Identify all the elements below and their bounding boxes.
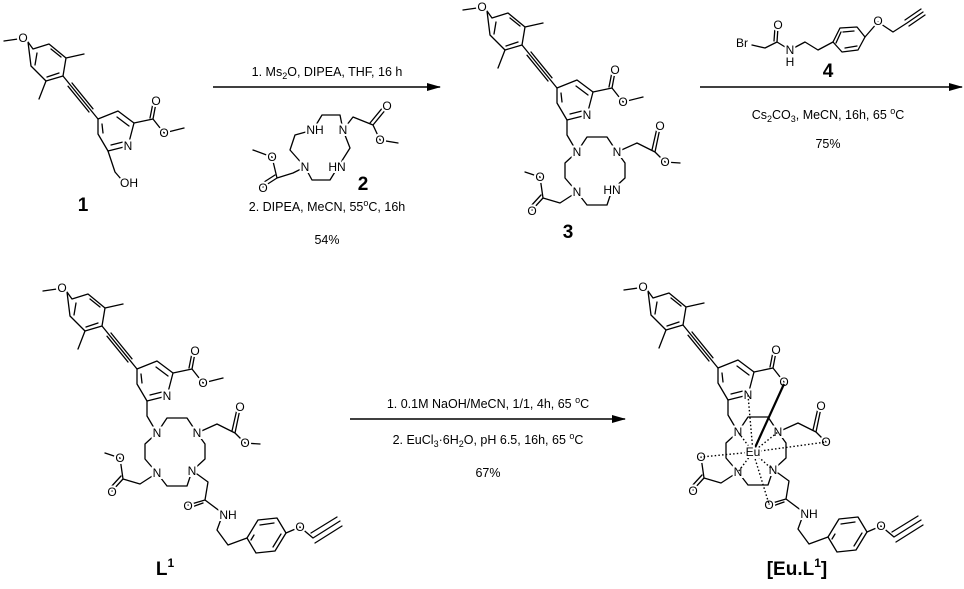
atom-label: O [779, 375, 788, 389]
svg-text:Br: Br [736, 36, 748, 50]
europium-ion: Eu [746, 445, 761, 459]
step2-yield: 75% [815, 137, 840, 151]
atom-label: O [159, 126, 168, 140]
svg-text:N: N [301, 160, 310, 174]
atom-label: O [876, 519, 885, 533]
svg-text:O: O [773, 18, 782, 32]
step2-condition: Cs2CO3, MeCN, 16h, 65 oC [752, 106, 905, 124]
svg-text:O: O [873, 14, 882, 28]
structure-1: O O O N OH [3, 29, 185, 192]
atom-label: O [821, 435, 830, 449]
atom-label: O [190, 344, 199, 358]
atom-label: O [535, 170, 544, 184]
compound-label-L1: L1 [156, 556, 175, 580]
step3-condition-2: 2. EuCl3·6H2O, pH 6.5, 16h, 65 oC [393, 431, 584, 449]
step1-yield: 54% [314, 233, 339, 247]
atom-label: N [774, 425, 783, 439]
atom-label: O [610, 63, 619, 77]
atom-label: OH [120, 176, 138, 190]
atom-label: O [115, 451, 124, 465]
atom-label: N [153, 466, 162, 480]
atom-label: HN [603, 183, 620, 197]
structure-4: Br O N H O [734, 8, 926, 71]
compound-label-4: 4 [823, 61, 834, 82]
atom-label: N [188, 464, 197, 478]
step1-condition-2: 2. DIPEA, MeCN, 55oC, 16h [249, 198, 406, 214]
atom-label: O [477, 0, 486, 14]
atom-label: O [57, 281, 66, 295]
pyridine-nitrogen: N [163, 389, 172, 403]
atom-label: N [573, 185, 582, 199]
atom-label: N [153, 426, 162, 440]
atom-label: O [771, 343, 780, 357]
atom-label: O [240, 436, 249, 450]
atom-label: O [18, 31, 27, 45]
atom-label: N [193, 426, 202, 440]
atom-label: NH [800, 507, 817, 521]
atom-label: N [573, 145, 582, 159]
atom-label: O [660, 155, 669, 169]
atom-label: O [688, 484, 697, 498]
atom-label: NH [219, 508, 236, 522]
structure-3: O O O N N N N HN O O O O [462, 0, 681, 220]
pyridine-nitrogen: N [124, 139, 133, 153]
atom-label: O [816, 399, 825, 413]
step1-condition-1: 1. Ms2O, DIPEA, THF, 16 h [252, 65, 403, 81]
svg-text:O: O [375, 133, 384, 147]
atom-label: O [107, 485, 116, 499]
svg-text:N: N [339, 123, 348, 137]
atom-label: O [198, 376, 207, 390]
atom-label: N [613, 145, 622, 159]
svg-text:NH: NH [306, 123, 323, 137]
svg-text:O: O [267, 150, 276, 164]
structure-L1: O O O N N N N N O O O O O NH O [42, 279, 343, 554]
compound-label-1: 1 [78, 195, 89, 216]
svg-text:H: H [786, 55, 795, 69]
compound-label-EuL1: [Eu.L1] [767, 556, 828, 580]
atom-label: O [655, 119, 664, 133]
atom-label: O [151, 94, 160, 108]
step3-condition-1: 1. 0.1M NaOH/MeCN, 1/1, 4h, 65 oC [387, 395, 589, 411]
atom-label: O [527, 204, 536, 218]
step3-yield: 67% [475, 466, 500, 480]
atom-label: O [235, 400, 244, 414]
atom-label: O [638, 280, 647, 294]
pyridine-nitrogen: N [744, 388, 753, 402]
compound-label-3: 3 [563, 222, 574, 243]
atom-label: O [183, 499, 192, 513]
atom-label: O [618, 95, 627, 109]
compound-label-2: 2 [358, 174, 369, 195]
svg-text:O: O [382, 99, 391, 113]
structure-2: NH N N HN O O O O [252, 97, 399, 197]
svg-text:HN: HN [328, 160, 345, 174]
atom-label: O [295, 520, 304, 534]
atom-label: O [764, 498, 773, 512]
pyridine-nitrogen: N [583, 108, 592, 122]
svg-text:N: N [786, 43, 795, 57]
svg-text:O: O [258, 181, 267, 195]
